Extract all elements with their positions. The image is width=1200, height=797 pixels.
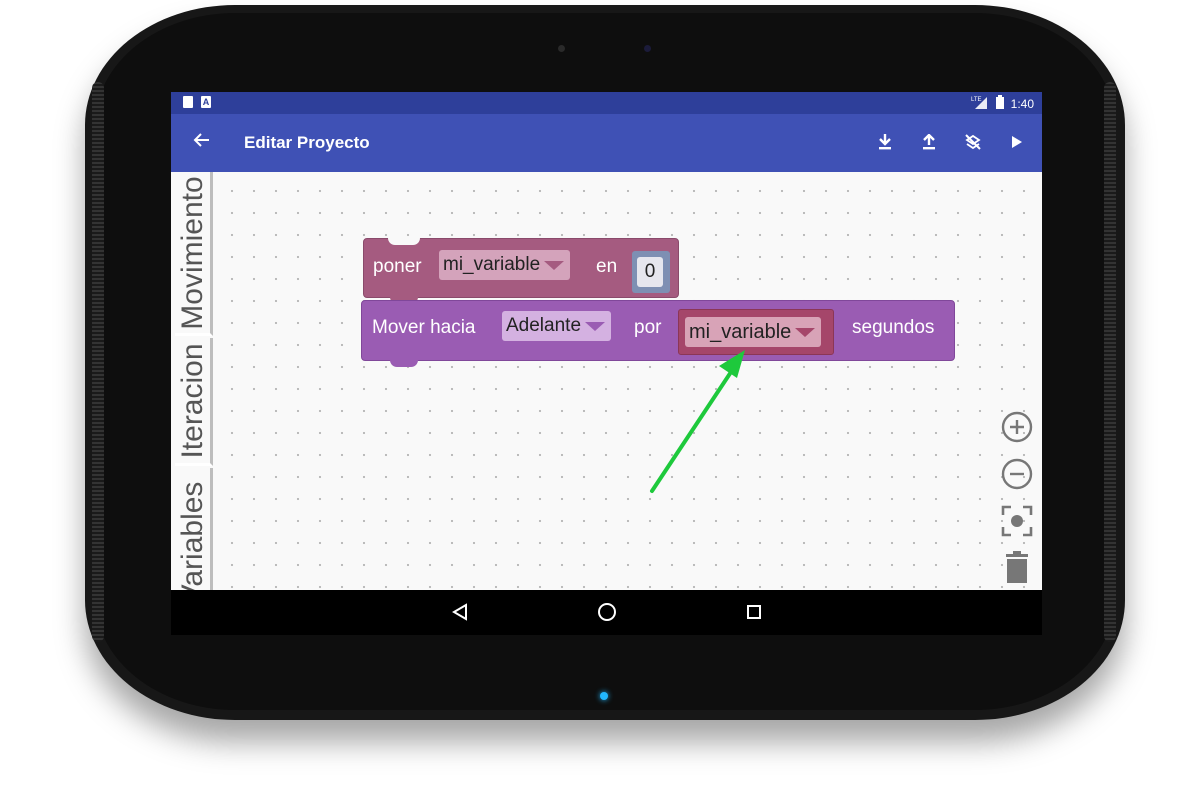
front-camera <box>558 45 565 52</box>
number-value[interactable]: 0 <box>637 257 663 287</box>
variable-dropdown-value: mi_variable <box>689 321 792 343</box>
unit-label: segundos <box>852 317 935 338</box>
status-bar: A LTE 1:40 <box>171 92 1042 114</box>
toolbox-tab-variables[interactable]: Variables <box>175 468 213 590</box>
svg-text:LTE: LTE <box>971 97 982 103</box>
light-sensor <box>644 45 651 52</box>
download-icon[interactable] <box>874 128 896 156</box>
trash-icon[interactable] <box>1000 550 1034 584</box>
annotation-arrow <box>650 350 745 493</box>
direction-dropdown[interactable]: Adelante <box>502 311 612 341</box>
set-variable-block[interactable]: poner mi_variable en 0 <box>363 238 679 304</box>
sd-card-icon <box>183 96 193 108</box>
set-keyword: poner <box>373 256 422 277</box>
variable-dropdown[interactable]: mi_variable <box>439 250 571 280</box>
move-block[interactable]: Mover hacia Adelante por mi_variable seg… <box>361 300 955 367</box>
variable-dropdown[interactable]: mi_variable <box>685 317 822 347</box>
lte-signal-icon: LTE <box>971 95 989 112</box>
set-connector: en <box>596 256 618 277</box>
chevron-down-icon <box>795 328 816 337</box>
notification-led <box>600 692 608 700</box>
right-speaker-grille <box>1104 82 1116 642</box>
battery-icon <box>995 95 1005 112</box>
notification-a-icon: A <box>201 96 211 108</box>
variable-get-block[interactable]: mi_variable <box>678 309 834 355</box>
move-connector: por <box>634 317 662 338</box>
status-time: 1:40 <box>1010 96 1034 111</box>
zoom-out-icon[interactable] <box>1000 457 1034 491</box>
nav-recents-icon[interactable] <box>742 600 766 624</box>
recenter-icon[interactable] <box>1000 504 1034 538</box>
toolbox-tab-iteracion[interactable]: Iteracion <box>175 338 213 466</box>
blocks-workspace[interactable]: Movimiento Iteracion Variables poner mi_… <box>171 172 1042 590</box>
toolbox-tab-movimiento[interactable]: Movimiento <box>175 172 213 336</box>
chevron-down-icon <box>585 322 606 331</box>
nav-back-icon[interactable] <box>448 600 472 624</box>
android-nav-bar <box>171 590 1042 635</box>
chevron-down-icon <box>544 261 565 270</box>
app-bar: Editar Proyecto <box>171 114 1042 172</box>
block-tab <box>390 360 418 367</box>
number-block[interactable]: 0 <box>632 251 670 293</box>
nav-home-icon[interactable] <box>595 600 619 624</box>
variable-dropdown-value: mi_variable <box>443 254 541 275</box>
zoom-in-icon[interactable] <box>1000 410 1034 444</box>
upload-icon[interactable] <box>918 128 940 156</box>
direction-dropdown-value: Adelante <box>506 315 582 336</box>
back-arrow-icon[interactable] <box>193 128 211 156</box>
left-speaker-grille <box>92 82 104 642</box>
move-keyword: Mover hacia <box>372 317 476 338</box>
page-title: Editar Proyecto <box>244 133 370 152</box>
play-icon[interactable] <box>1006 128 1028 156</box>
block-notch <box>388 238 420 245</box>
device-screen: A LTE 1:40 Editar Proyecto <box>171 92 1042 635</box>
clear-all-icon[interactable] <box>962 128 984 156</box>
toolbox: Movimiento Iteracion Variables <box>171 172 215 590</box>
